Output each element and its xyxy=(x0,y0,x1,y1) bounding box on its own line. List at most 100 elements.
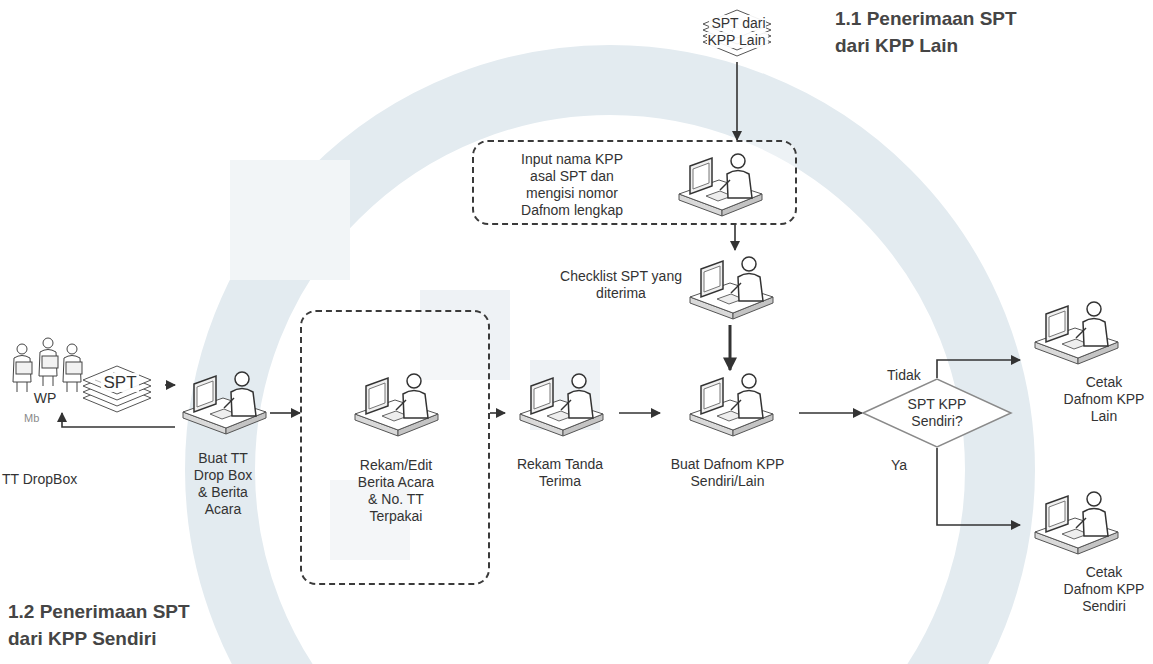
document-sheet xyxy=(83,366,151,394)
flow-arrow xyxy=(799,412,862,414)
person-body xyxy=(231,389,256,417)
people-icon xyxy=(2,330,94,398)
flow-arrow xyxy=(937,448,1020,525)
person-icon xyxy=(685,372,777,440)
monitor xyxy=(1046,306,1068,342)
person-body xyxy=(727,171,752,199)
flow-arrow xyxy=(734,225,736,250)
person-body xyxy=(63,356,81,383)
person-icon xyxy=(674,152,766,220)
process-step: Buat TT Drop Box & Berita Acara xyxy=(175,368,270,528)
person-arm xyxy=(561,400,571,410)
person-legs xyxy=(67,382,77,392)
process-step: Buat Dafnom KPP Sendiri/Lain xyxy=(660,370,799,500)
flow-arrow xyxy=(729,325,732,370)
monitor xyxy=(194,376,216,412)
person-icon xyxy=(1030,490,1122,558)
person-arm xyxy=(396,400,406,410)
person-head xyxy=(731,154,745,168)
monitor xyxy=(531,378,553,414)
person-legs xyxy=(43,376,53,386)
return-label: TT DropBox xyxy=(2,468,112,490)
person-head xyxy=(43,338,53,348)
process-box: Input nama KPP asal SPT dan mengisi nomo… xyxy=(472,140,797,225)
step-label: Cetak Dafnom KPP Sendiri xyxy=(1064,564,1145,614)
step-label: SPT KPP Sendiri? xyxy=(908,396,967,429)
branch-label: Tidak xyxy=(885,367,923,383)
watermark-block xyxy=(230,160,350,280)
monitor-screen xyxy=(1049,501,1065,527)
person-body xyxy=(39,350,57,377)
step-label: Cetak Dafnom KPP Lain xyxy=(1064,374,1145,424)
person-body xyxy=(13,356,31,383)
process-box: Rekam/Edit Berita Acara & No. TT Terpaka… xyxy=(300,310,490,585)
process-step: Cetak Dafnom KPP Sendiri xyxy=(1020,488,1151,628)
person-body xyxy=(403,391,428,419)
person-body xyxy=(738,391,763,419)
diamond-shape xyxy=(863,379,1011,447)
person-body xyxy=(1083,319,1108,347)
person-legs xyxy=(17,382,27,392)
monitor xyxy=(701,378,723,414)
person-body xyxy=(738,274,763,302)
person-body xyxy=(568,391,593,419)
faded-label: Mb xyxy=(24,409,54,428)
carried-document xyxy=(66,362,82,374)
monitor xyxy=(701,261,723,297)
person-head xyxy=(1087,302,1101,316)
monitor-screen xyxy=(534,383,550,409)
decision-diamond: SPT KPP Sendiri? xyxy=(862,378,1012,448)
carried-document xyxy=(42,356,58,368)
flow-arrow xyxy=(270,412,300,414)
step-label: Input nama KPP asal SPT dan mengisi nomo… xyxy=(521,151,623,218)
monitor-screen xyxy=(693,163,709,189)
person-arm xyxy=(731,283,741,293)
process-step: Cetak Dafnom KPP Lain xyxy=(1020,298,1151,438)
person-icon xyxy=(178,370,270,438)
section-heading: 1.1 Penerimaan SPT dari KPP Lain xyxy=(835,5,1050,59)
step-label: Checklist SPT yang diterima xyxy=(560,268,682,301)
person-icon xyxy=(685,255,777,323)
person-head xyxy=(235,372,249,386)
step-label: Buat Dafnom KPP Sendiri/Lain xyxy=(671,456,785,489)
step-label: SPT xyxy=(101,373,138,392)
monitor xyxy=(1046,496,1068,532)
person-head xyxy=(17,344,27,354)
person-icon xyxy=(515,372,607,440)
person-head xyxy=(407,374,421,388)
document-stack: SPT xyxy=(75,358,165,418)
flow-arrow xyxy=(62,413,175,427)
step-label: Rekam Tanda Terima xyxy=(517,456,603,489)
person-head xyxy=(67,344,77,354)
process-step: Checklist SPT yang diterima xyxy=(560,250,770,325)
person-arm xyxy=(1076,328,1086,338)
taxpayer-group: WP xyxy=(0,330,90,413)
person-icon xyxy=(1030,300,1122,368)
monitor-screen xyxy=(197,381,213,407)
person-head xyxy=(742,374,756,388)
section-heading: 1.2 Penerimaan SPT dari KPP Sendiri xyxy=(8,598,223,652)
flow-arrow xyxy=(619,412,660,414)
carried-document xyxy=(16,362,32,374)
document-stack: SPT dari KPP Lain xyxy=(700,2,775,62)
monitor xyxy=(366,378,388,414)
step-label: Rekam/Edit Berita Acara & No. TT Terpaka… xyxy=(358,457,434,524)
person-arm xyxy=(720,180,730,190)
person-body xyxy=(1083,509,1108,537)
branch-label: Ya xyxy=(889,457,909,473)
step-label: SPT dari KPP Lain xyxy=(707,15,767,48)
person-head xyxy=(742,257,756,271)
flow-arrow xyxy=(736,62,738,140)
watermark-arc xyxy=(220,80,1000,664)
flow-arrow xyxy=(165,384,175,386)
monitor-screen xyxy=(704,266,720,292)
monitor xyxy=(690,158,712,194)
step-label: WP xyxy=(34,390,57,406)
step-label: Buat TT Drop Box & Berita Acara xyxy=(194,450,252,517)
monitor-screen xyxy=(369,383,385,409)
person-head xyxy=(1087,492,1101,506)
person-icon xyxy=(350,372,442,440)
monitor-screen xyxy=(704,383,720,409)
